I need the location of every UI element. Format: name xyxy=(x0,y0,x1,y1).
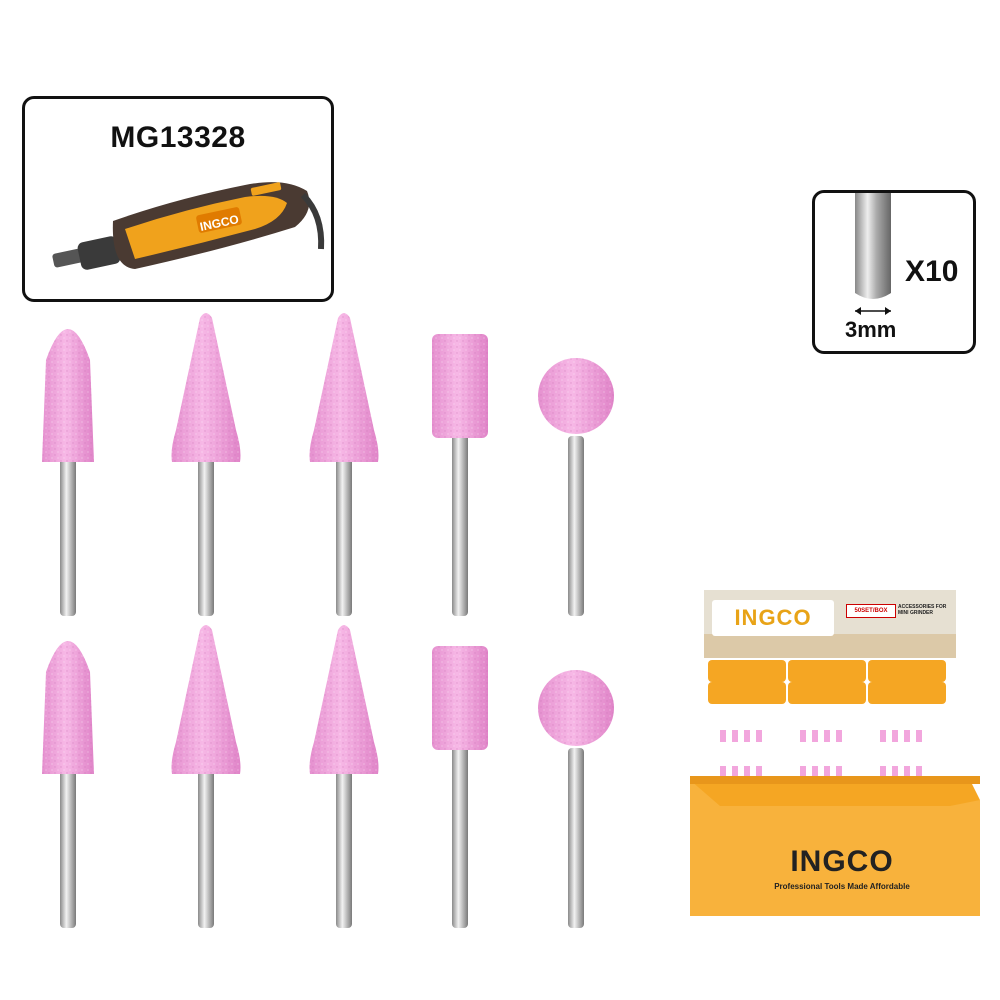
grinding-stone-bullet xyxy=(42,641,94,928)
shank-spec-panel: X10 3mm xyxy=(812,190,976,354)
rotary-tool-image: INGCO xyxy=(52,182,325,270)
grinding-stone-ball xyxy=(538,358,614,616)
shank-diameter-label: 3mm xyxy=(845,317,897,342)
model-label: MG13328 xyxy=(110,121,246,154)
grinding-stone-cone xyxy=(171,625,241,928)
quantity-label: X10 xyxy=(905,255,959,288)
grinding-stone-cone xyxy=(309,313,379,616)
display-box-image xyxy=(690,590,980,916)
display-top-description: ACCESSORIES FOR MINI GRINDER xyxy=(898,604,947,616)
grinding-stone-cone xyxy=(171,313,241,616)
grinding-stone-cylinder xyxy=(432,334,488,616)
display-box-slogan: Professional Tools Made Affordable xyxy=(774,882,910,891)
display-top-brand: INGCO xyxy=(712,600,834,636)
tool-panel: MG13328 INGCO xyxy=(22,96,334,302)
grinding-stones-grid xyxy=(42,313,614,928)
grinding-stone-ball xyxy=(538,670,614,928)
grinding-stone-cylinder xyxy=(432,646,488,928)
display-top-badge: 50SET/BOX xyxy=(846,604,896,618)
grinding-stone-cone xyxy=(309,625,379,928)
shank-icon xyxy=(855,193,891,315)
grinding-stone-bullet xyxy=(42,329,94,616)
display-box-brand: INGCO xyxy=(790,845,894,878)
